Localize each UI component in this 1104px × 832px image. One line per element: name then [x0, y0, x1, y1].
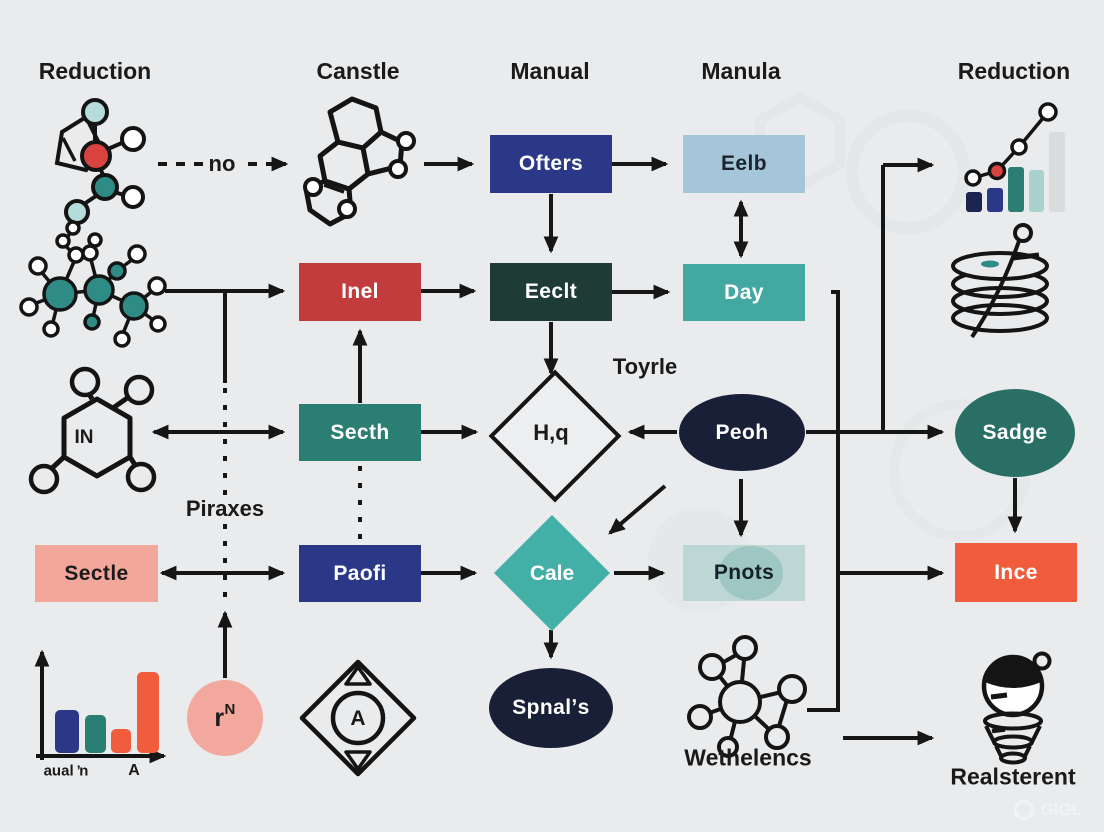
- diamond-target-icon[interactable]: [299, 659, 417, 777]
- node-spnals[interactable]: Spnalʼs: [489, 668, 613, 748]
- node-pnots[interactable]: Pnots: [683, 545, 805, 601]
- watermark-text: GIGL: [1040, 800, 1082, 819]
- header-canstle: Canstle: [316, 58, 400, 84]
- line-day-elbow: [807, 290, 840, 712]
- mini-chart-xlabel-1: aual ŉ: [43, 762, 89, 780]
- pink-circle-label: r: [214, 703, 225, 732]
- header-manual: Manual: [510, 58, 590, 84]
- mini-chart-xlabel-2: A: [128, 762, 140, 779]
- network-molecule-icon[interactable]: [687, 635, 807, 758]
- pink-circle-sup: N: [224, 700, 236, 718]
- pnots-label: Pnots: [713, 561, 775, 584]
- node-sectle[interactable]: Sectle: [35, 545, 158, 602]
- arrow-peoh-cale: [608, 484, 667, 535]
- node-ofters[interactable]: Ofters: [490, 135, 612, 193]
- diamond-a-label: A: [350, 707, 366, 730]
- node-inel[interactable]: Inel: [299, 263, 421, 321]
- watermark-logo-icon: [1014, 800, 1035, 820]
- disk-stack-needle-icon[interactable]: [951, 223, 1049, 339]
- molecule-ring-icon[interactable]: [54, 98, 146, 225]
- bar-chart-icon[interactable]: [34, 649, 167, 764]
- header-manula: Manula: [701, 58, 781, 84]
- growth-chart-icon[interactable]: [964, 102, 1065, 212]
- cluster-molecule-icon[interactable]: [19, 220, 167, 348]
- node-eelb[interactable]: Eelb: [683, 135, 805, 193]
- node-sadge[interactable]: Sadge: [955, 389, 1075, 477]
- pnots-blob: [719, 546, 783, 600]
- node-peoh[interactable]: Peoh: [679, 394, 805, 471]
- kokeshi-doll-icon[interactable]: [981, 651, 1052, 765]
- annotation-toyrle: Toyrle: [612, 354, 678, 379]
- annotation-wethelencs: Wethelencs: [684, 744, 812, 771]
- hexagon-molecule-icon[interactable]: [28, 366, 157, 495]
- annotation-realsterent: Realsterent: [950, 763, 1076, 790]
- annotation-no: no: [203, 151, 241, 177]
- node-day[interactable]: Day: [683, 264, 805, 321]
- node-hq-label: H,q: [533, 420, 569, 445]
- node-ince[interactable]: Ince: [955, 543, 1077, 602]
- watermark: GIGL: [1014, 800, 1082, 820]
- header-reduction-left: Reduction: [38, 58, 152, 84]
- polycyclic-molecule-icon[interactable]: [303, 96, 416, 227]
- node-paofi[interactable]: Paofi: [299, 545, 421, 602]
- hexagon-in-label: IN: [74, 427, 94, 448]
- annotation-piraxes: Piraxes: [180, 496, 270, 522]
- header-reduction-right: Reduction: [957, 58, 1071, 84]
- connectors: [151, 156, 1023, 746]
- node-eeclt[interactable]: Eeclt: [490, 263, 612, 321]
- node-secth[interactable]: Secth: [299, 404, 421, 461]
- node-cale-label: Cale: [529, 562, 575, 585]
